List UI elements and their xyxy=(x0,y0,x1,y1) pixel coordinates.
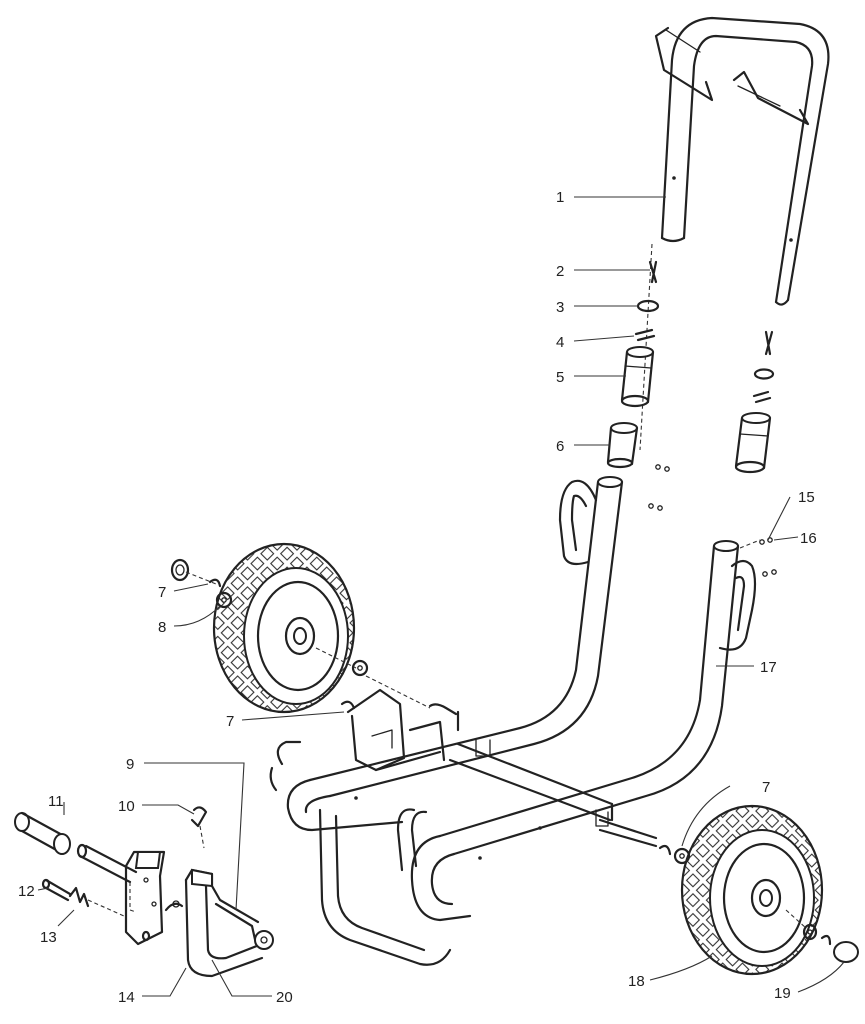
callout-11: 11 xyxy=(48,793,64,810)
callout-2: 2 xyxy=(556,263,564,280)
main-frame xyxy=(269,476,757,966)
callout-17: 17 xyxy=(760,659,777,676)
callout-6: 6 xyxy=(556,438,564,455)
callout-12: 12 xyxy=(18,883,35,900)
callout-10: 10 xyxy=(118,798,135,815)
callout-13: 13 xyxy=(40,929,57,946)
right-wheel xyxy=(658,804,859,976)
leader-lines xyxy=(37,196,845,997)
callout-9: 9 xyxy=(126,756,134,773)
callout-8: 8 xyxy=(158,619,166,636)
mount-bracket xyxy=(346,675,460,772)
callout-18: 18 xyxy=(628,973,645,990)
callout-16: 16 xyxy=(800,530,817,547)
callout-14: 14 xyxy=(118,989,135,1006)
callout-7-left-upper: 7 xyxy=(158,584,166,601)
left-wheel xyxy=(170,542,369,714)
callout-4: 4 xyxy=(556,334,564,351)
hitch-assembly xyxy=(14,806,274,978)
left-handle-hardware xyxy=(606,243,660,469)
callout-20: 20 xyxy=(276,989,293,1006)
right-handle-hardware xyxy=(648,330,777,577)
callout-19: 19 xyxy=(774,985,791,1002)
callout-7-left-lower: 7 xyxy=(226,713,234,730)
callout-labels: 1 2 3 4 5 6 7 8 7 9 10 11 12 13 14 15 16… xyxy=(18,189,817,1006)
callout-5: 5 xyxy=(556,369,564,386)
callout-3: 3 xyxy=(556,299,564,316)
callout-15: 15 xyxy=(798,489,815,506)
callout-1: 1 xyxy=(556,189,564,206)
callout-7-right: 7 xyxy=(762,779,770,796)
upper-handle xyxy=(654,16,830,306)
